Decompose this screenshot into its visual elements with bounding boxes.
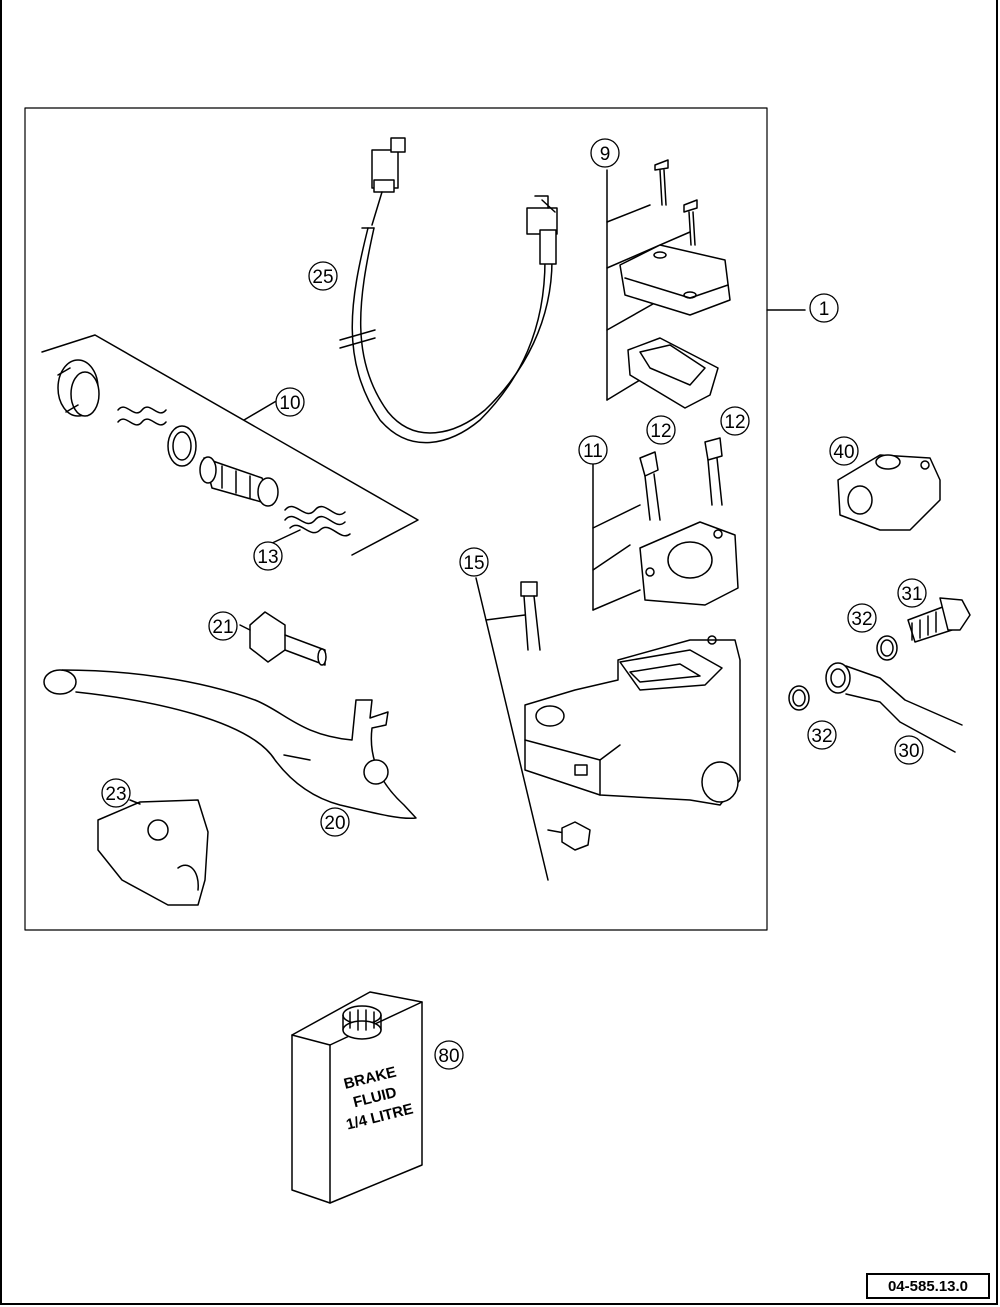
brake-fluid-bottle	[291, 991, 423, 1204]
callout-25: 25	[308, 261, 338, 291]
callout-21: 21	[208, 611, 238, 641]
pivot-bolt	[475, 577, 591, 881]
callout-15-label: 15	[463, 553, 484, 574]
callout-40: 40	[829, 436, 859, 466]
callout-13: 13	[253, 541, 283, 571]
lever-cover	[97, 799, 209, 906]
master-cylinder-body	[524, 635, 741, 806]
callout-12a-label: 12	[650, 421, 671, 442]
callout-32b-label: 32	[811, 726, 832, 747]
callout-80: 80	[434, 1040, 464, 1070]
callout-31-label: 31	[901, 584, 922, 605]
callout-23-label: 23	[105, 784, 126, 805]
callout-13-label: 13	[257, 547, 278, 568]
reservoir-cover-set	[606, 159, 806, 409]
callout-25-label: 25	[312, 267, 333, 288]
callout-32a-label: 32	[851, 609, 872, 630]
callout-11: 11	[578, 435, 608, 465]
callout-9: 9	[590, 138, 620, 168]
callout-15: 15	[459, 547, 489, 577]
callout-40-label: 40	[833, 442, 854, 463]
callout-31: 31	[897, 578, 927, 608]
callout-32b: 32	[807, 720, 837, 750]
reference-code: 04-585.13.0	[866, 1273, 990, 1299]
callout-1-label: 1	[819, 299, 830, 320]
piston-kit	[41, 334, 419, 556]
brake-line-assembly	[788, 597, 971, 753]
callout-21-label: 21	[212, 617, 233, 638]
callout-32a: 32	[847, 603, 877, 633]
assembly-frame	[24, 107, 768, 931]
callout-11-label: 11	[583, 441, 603, 462]
callout-30-label: 30	[898, 741, 919, 762]
callout-9-label: 9	[600, 144, 611, 165]
callout-12b-label: 12	[724, 412, 745, 433]
callout-10: 10	[275, 387, 305, 417]
hand-lever	[43, 669, 417, 820]
callout-12b: 12	[720, 406, 750, 436]
brake-switch-cable	[339, 137, 558, 444]
callout-80-label: 80	[438, 1046, 459, 1067]
callout-23: 23	[101, 778, 131, 808]
callout-20: 20	[320, 807, 350, 837]
clamp-40	[837, 454, 941, 531]
callout-20-label: 20	[324, 813, 345, 834]
callout-12a: 12	[646, 415, 676, 445]
handlebar-clamp	[592, 437, 739, 611]
adjusting-screw	[239, 611, 327, 666]
callout-30: 30	[894, 735, 924, 765]
callout-1: 1	[809, 293, 839, 323]
callout-10-label: 10	[279, 393, 300, 414]
